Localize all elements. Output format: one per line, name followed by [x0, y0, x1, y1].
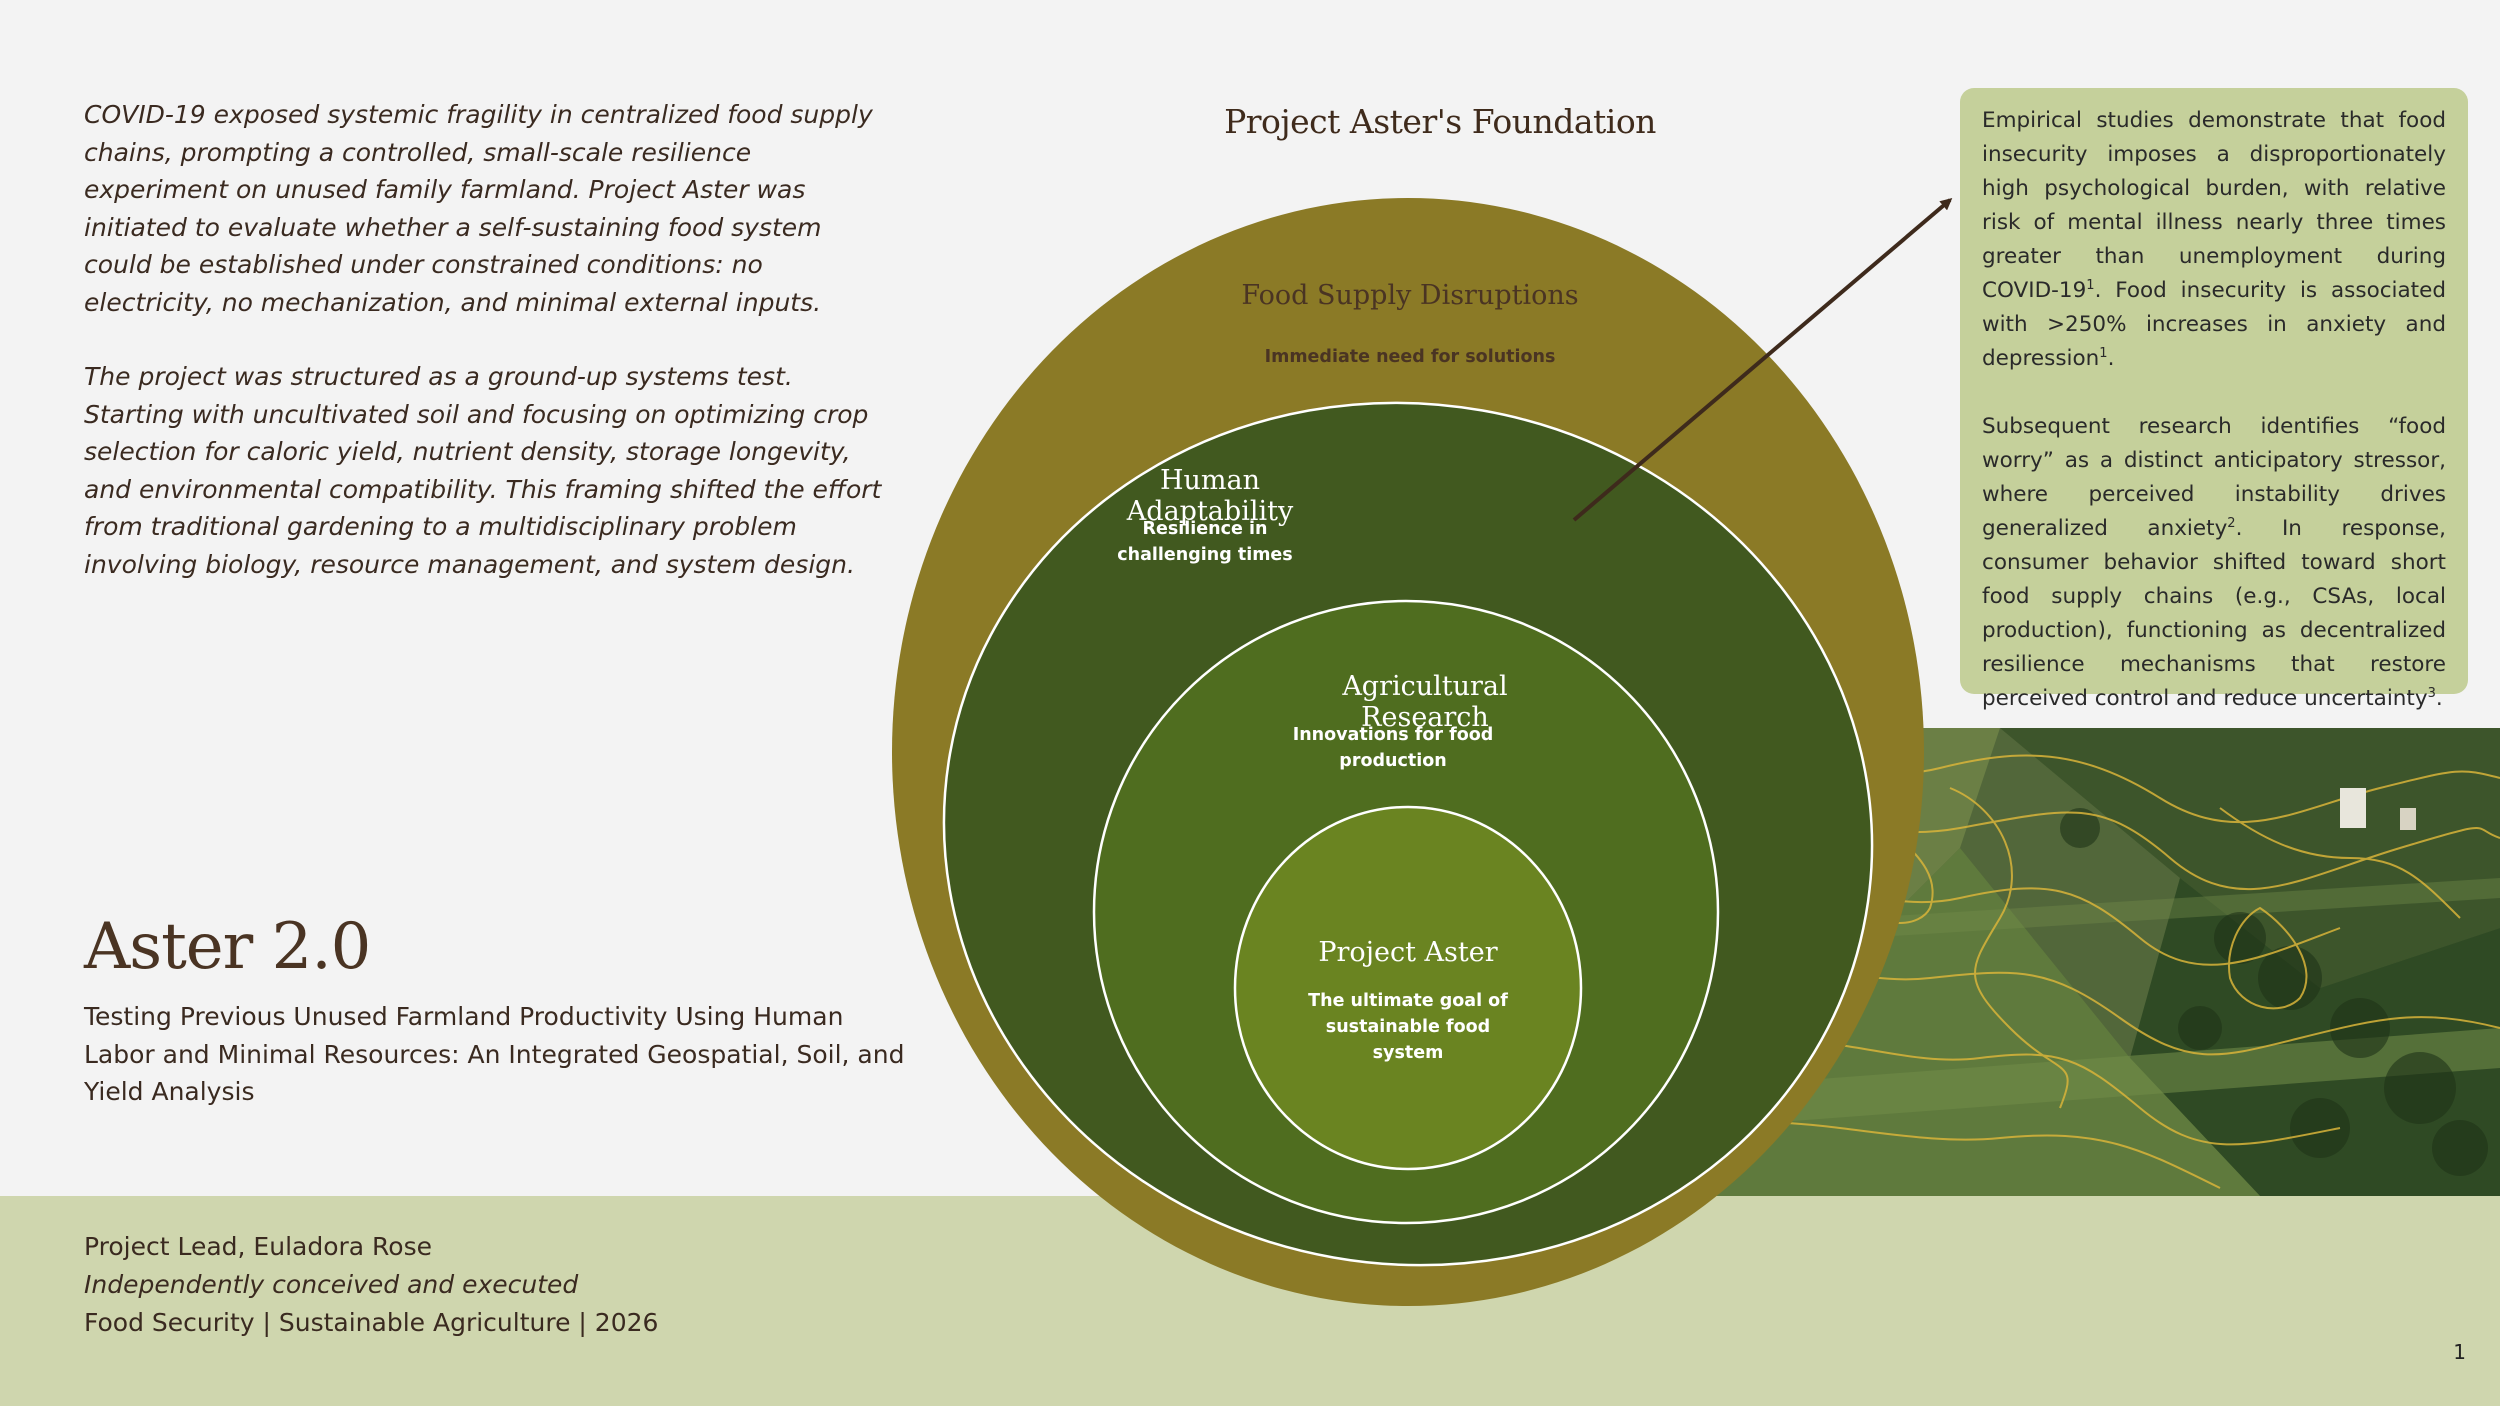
callout-p2-text-b: . In response, consumer behavior shifted…: [1982, 516, 2446, 711]
credits-tags: Food Security | Sustainable Agriculture …: [84, 1308, 659, 1337]
ring-sub-agricultural-research: Innovations for food production: [1292, 725, 1494, 771]
credits-note: Independently conceived and executed: [84, 1270, 579, 1299]
callout-p1-text-c: .: [2107, 346, 2115, 371]
callout-p1-text-a: Empirical studies demonstrate that food …: [1982, 108, 2446, 303]
page-number: 1: [2453, 1340, 2466, 1364]
ring-label-food-supply-disruptions: Food Supply Disruptions: [1241, 280, 1579, 311]
page-title: Aster 2.0: [84, 910, 371, 984]
intro-paragraph-1: COVID-19 exposed systemic fragility in c…: [84, 100, 873, 317]
callout-arrow: [1572, 198, 1953, 522]
ring-project-aster: [1233, 805, 1583, 1171]
diagram-title: Project Aster's Foundation: [1224, 102, 1656, 141]
callout-paragraph-2: Subsequent research identifies “food wor…: [1982, 410, 2446, 716]
research-callout: Empirical studies demonstrate that food …: [1960, 88, 2468, 711]
ring-sub-human-adaptability: Resilience in challenging times: [1117, 519, 1293, 565]
ring-label-agricultural-research: Agricultural Research: [1342, 671, 1508, 733]
citation-superscript: 2: [2227, 515, 2236, 531]
citation-superscript: 1: [2086, 277, 2095, 293]
intro-paragraph-2: The project was structured as a ground-u…: [84, 362, 882, 579]
callout-p2-text-a: Subsequent research identifies “food wor…: [1982, 414, 2446, 541]
intro-text: COVID-19 exposed systemic fragility in c…: [84, 96, 884, 620]
project-lead: Project Lead, Euladora Rose: [84, 1232, 432, 1261]
callout-paragraph-1: Empirical studies demonstrate that food …: [1982, 104, 2446, 376]
citation-superscript: 1: [2099, 345, 2108, 361]
ring-label-human-adaptability: Human Adaptability: [1126, 465, 1294, 527]
title-block: Aster 2.0 Testing Previous Unused Farmla…: [84, 910, 914, 1111]
callout-p2-text-c: .: [2435, 686, 2443, 711]
credits: Project Lead, Euladora Rose Independentl…: [84, 1228, 658, 1342]
ring-sub-project-aster: The ultimate goal of sustainable food sy…: [1308, 991, 1508, 1063]
citation-superscript: 3: [2427, 685, 2436, 701]
page-subtitle: Testing Previous Unused Farmland Product…: [84, 1002, 905, 1106]
ring-sub-food-supply-disruptions: Immediate need for solutions: [1264, 347, 1556, 367]
ring-label-project-aster: Project Aster: [1318, 937, 1498, 968]
callout-p1-text-b: . Food insecurity is associated with >25…: [1982, 278, 2446, 371]
